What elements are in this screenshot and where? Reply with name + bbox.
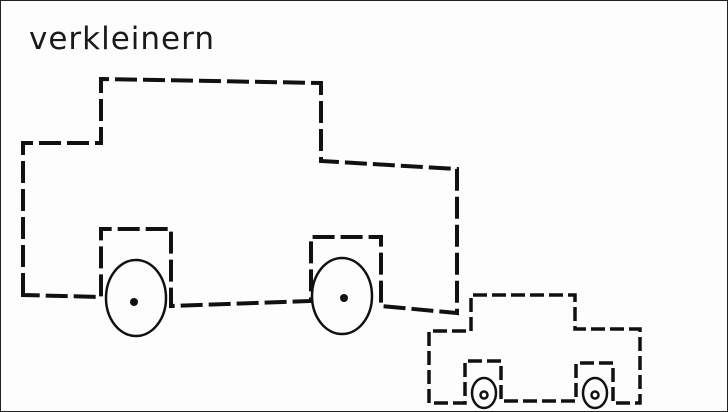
small-car-right-hub [592,392,599,399]
large-car-left-wheel [106,260,166,336]
large-car-body-outline [23,79,457,313]
large-car-right-hub [340,294,348,302]
large-car-left-hub [130,298,138,306]
small-car-drawing [429,295,640,408]
small-car-right-wheel [583,378,607,408]
small-car-left-wheel [472,378,496,408]
small-car-left-hub [481,392,488,399]
large-car-drawing [23,79,457,336]
small-car-body-outline [429,295,640,403]
